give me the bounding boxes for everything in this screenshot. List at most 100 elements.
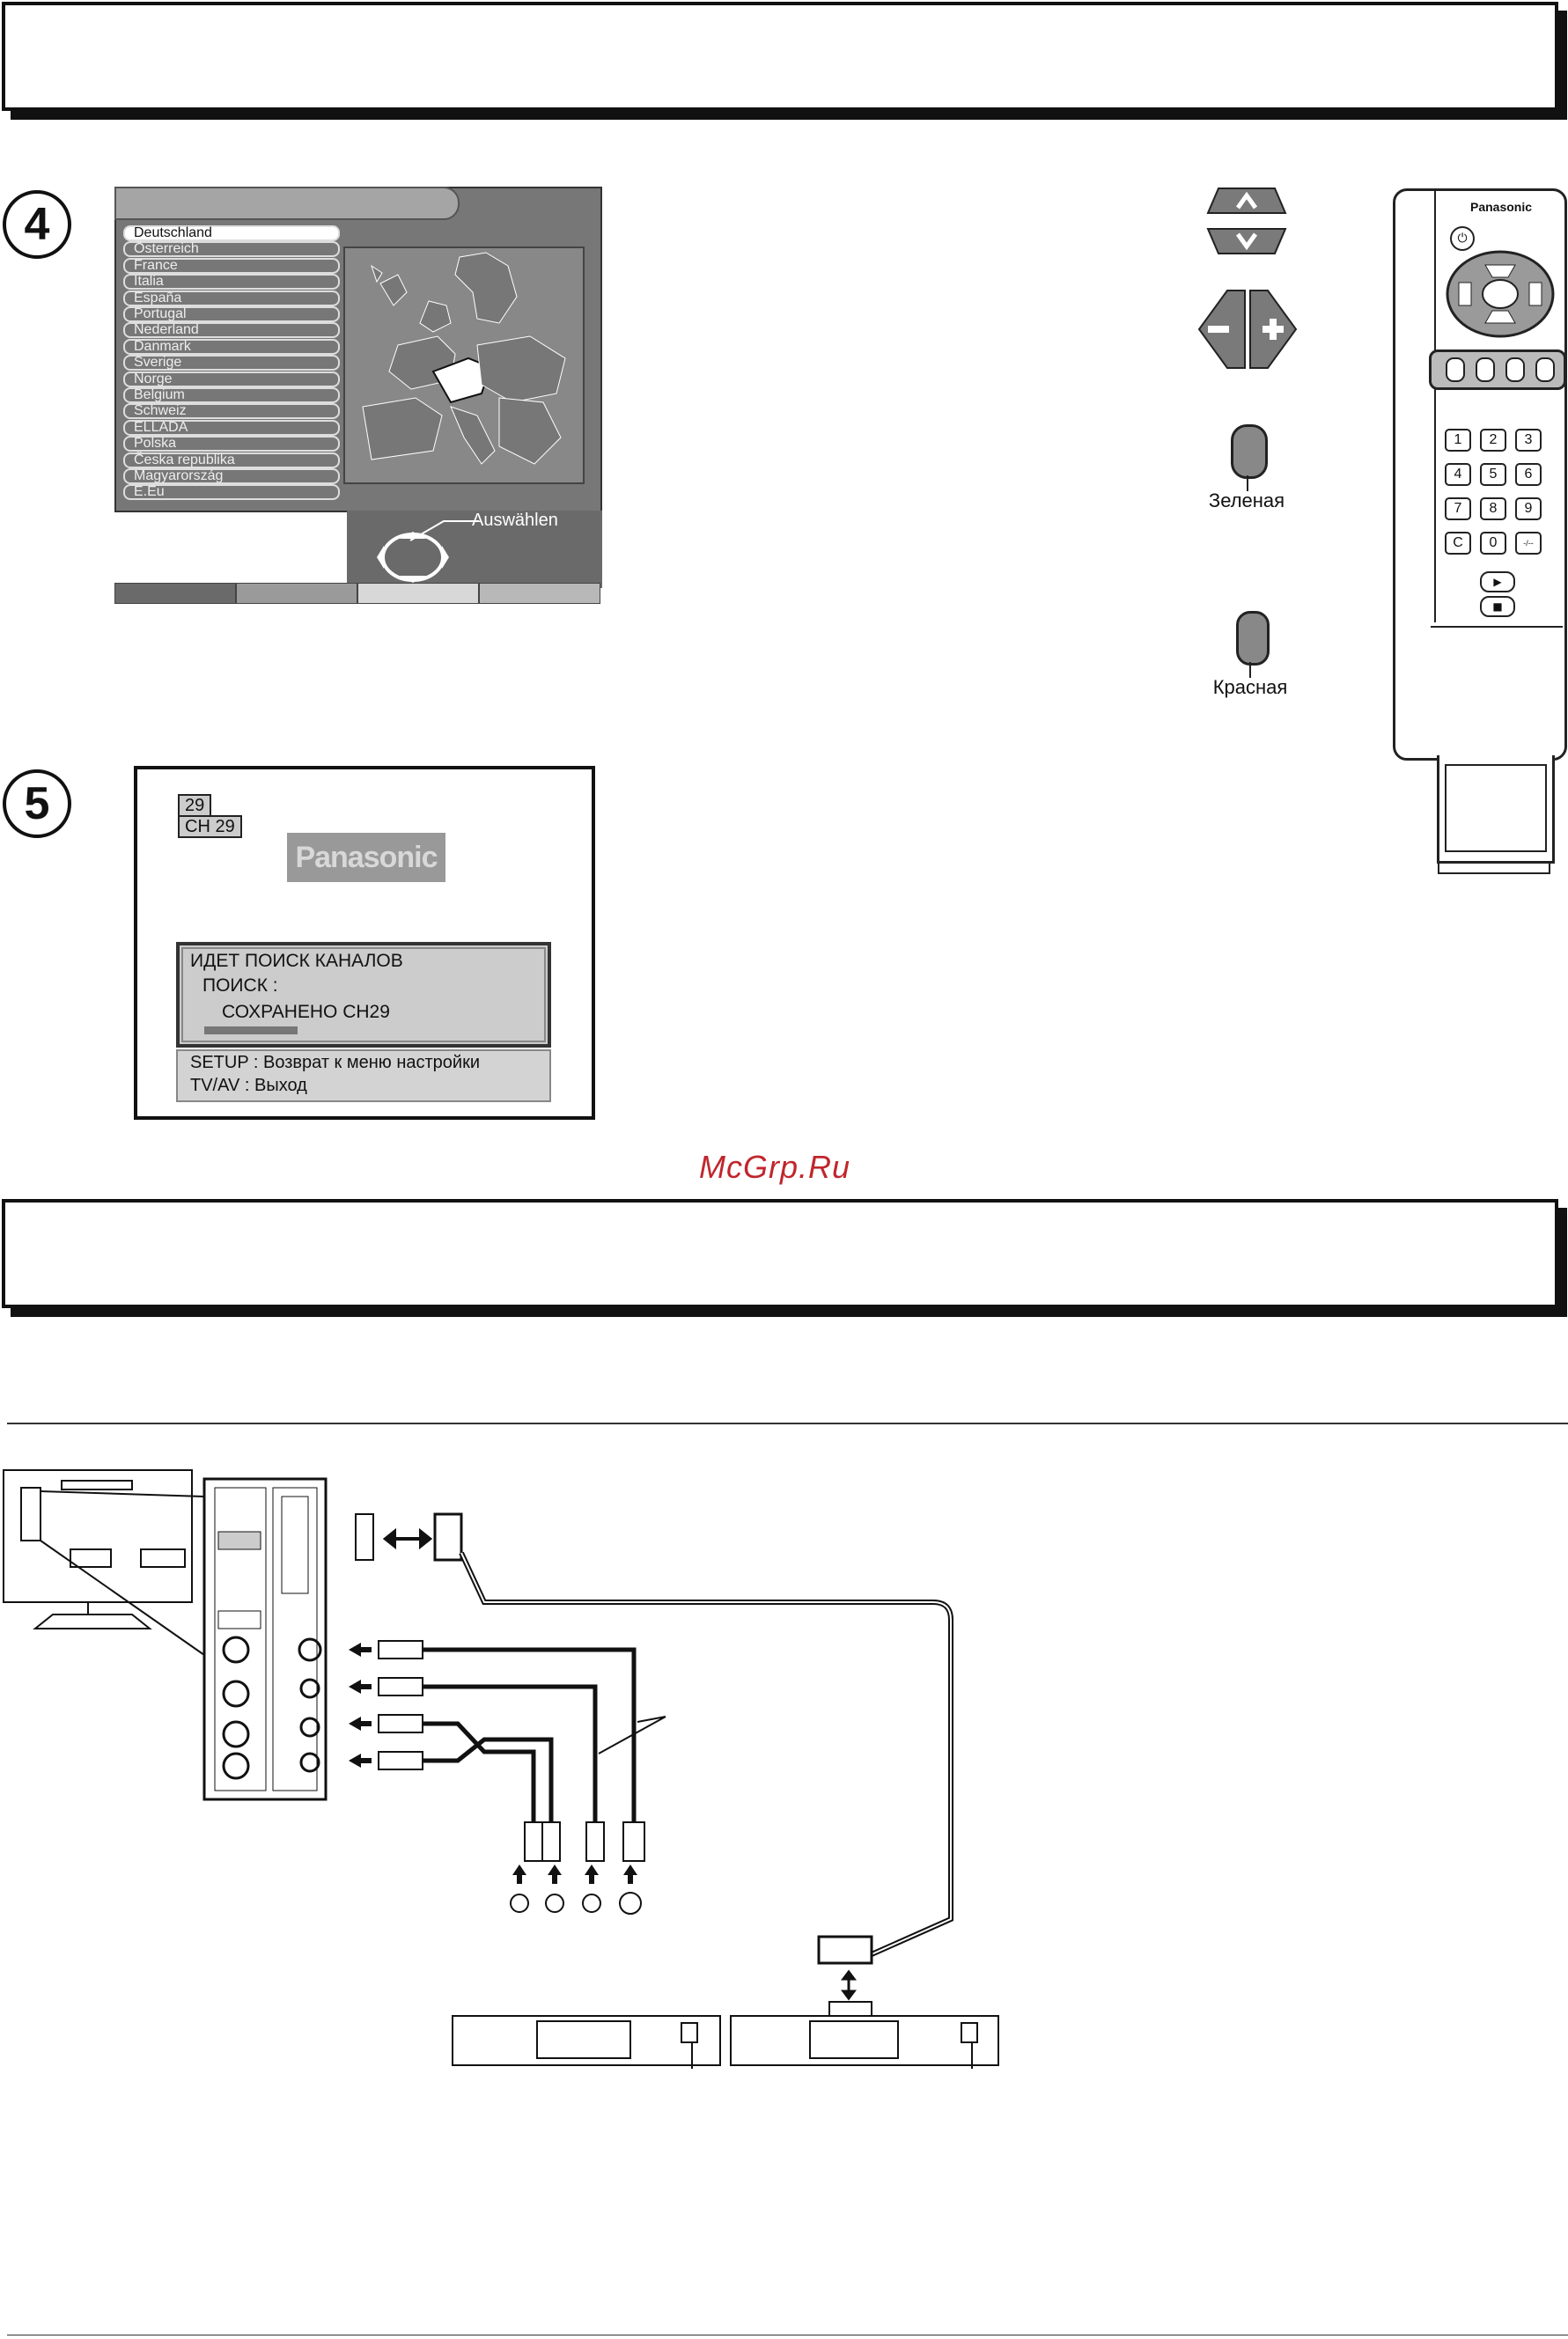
vcr-scart-socket xyxy=(828,2001,872,2017)
green-key-label: Зеленая xyxy=(1208,489,1285,511)
red-key-label: Красная xyxy=(1212,676,1288,698)
select-hint-panel: Auswählen xyxy=(347,511,602,588)
red-key-line xyxy=(1249,662,1251,678)
vcr-right xyxy=(730,2015,999,2069)
help-box: SETUP : Возврат к меню настройки TV/AV :… xyxy=(176,1049,551,1102)
channel-label-box: CH 29 xyxy=(178,815,242,838)
remote-digit-key[interactable]: -/-- xyxy=(1515,532,1542,555)
hint-pointer-line xyxy=(409,520,479,541)
vcr-left xyxy=(452,2015,721,2069)
navigation-pad-icon xyxy=(377,532,449,583)
search-title: ИДЕТ ПОИСК КАНАЛОВ xyxy=(190,951,403,971)
remote-divider xyxy=(1434,191,1436,622)
remote-digit-key[interactable]: 7 xyxy=(1445,497,1471,520)
minus-plus-keys[interactable] xyxy=(1196,289,1299,370)
country-item[interactable]: Polska xyxy=(123,436,340,452)
country-item[interactable]: Deutschland xyxy=(123,225,340,241)
up-arrow-icon xyxy=(1235,191,1258,210)
channel-search-screen: 29 CH 29 Panasonic ИДЕТ ПОИСК КАНАЛОВ ПО… xyxy=(134,766,595,1120)
europe-map xyxy=(343,246,585,484)
tab-blue[interactable] xyxy=(479,583,600,604)
section-divider xyxy=(7,1423,1568,1424)
input-arrows xyxy=(349,1643,372,1768)
menu-title-bar xyxy=(114,187,460,220)
remote-lower-panel xyxy=(1431,626,1563,698)
scart-plug xyxy=(433,1512,463,1562)
panasonic-logo: Panasonic xyxy=(287,833,445,882)
up-down-keys[interactable] xyxy=(1206,187,1287,262)
country-item[interactable]: Magyarország xyxy=(123,468,340,484)
green-key-line xyxy=(1247,475,1248,491)
country-item[interactable]: E.Eu xyxy=(123,484,340,501)
remote-digit-key[interactable]: 5 xyxy=(1480,463,1506,486)
navigation-ring[interactable] xyxy=(1441,246,1559,342)
remote-digit-key[interactable]: 4 xyxy=(1445,463,1471,486)
remote-digit-key[interactable]: 1 xyxy=(1445,429,1471,452)
search-status-box: ИДЕТ ПОИСК КАНАЛОВ ПОИСК : СОХРАНЕНО CH2… xyxy=(176,942,551,1048)
remote-color-key[interactable] xyxy=(1446,357,1465,382)
country-item[interactable]: Norge xyxy=(123,371,340,387)
country-item[interactable]: Sverige xyxy=(123,355,340,371)
step-number-5: 5 xyxy=(3,769,71,838)
tab-yellow[interactable] xyxy=(357,583,479,604)
remote-digit-key[interactable]: 6 xyxy=(1515,463,1542,486)
stop-key[interactable]: ■ xyxy=(1480,596,1515,617)
remote-digit-key[interactable]: 9 xyxy=(1515,497,1542,520)
down-arrow-icon xyxy=(1235,232,1258,251)
watermark: McGrp.Ru xyxy=(699,1149,851,1185)
remote-digit-key[interactable]: 3 xyxy=(1515,429,1542,452)
remote-color-key[interactable] xyxy=(1535,357,1555,382)
country-item[interactable]: Danmark xyxy=(123,338,340,355)
menu-color-tabs xyxy=(114,583,602,604)
country-item[interactable]: Belgium xyxy=(123,387,340,403)
channel-number-box: 29 xyxy=(178,794,212,817)
remote-flap-open xyxy=(1437,755,1555,864)
plus-icon xyxy=(1262,319,1284,340)
europe-map-icon xyxy=(362,252,566,465)
tv-rear-view xyxy=(3,1469,193,1629)
country-item[interactable]: Nederland xyxy=(123,322,340,339)
remote-digit-key[interactable]: 2 xyxy=(1480,429,1506,452)
callout-lines xyxy=(598,1716,666,1754)
country-item[interactable]: Schweiz xyxy=(123,403,340,420)
scart-double-arrow xyxy=(382,1527,433,1550)
remote-color-key[interactable] xyxy=(1505,357,1525,382)
tab-red[interactable] xyxy=(114,583,236,604)
country-item[interactable]: Italia xyxy=(123,274,340,291)
top-title-box xyxy=(2,2,1558,111)
color-keys-highlight xyxy=(1429,349,1566,390)
country-item[interactable]: ELLADA xyxy=(123,419,340,436)
play-key[interactable]: ▶ xyxy=(1480,571,1515,592)
green-key[interactable] xyxy=(1231,424,1268,479)
remote-digit-key[interactable]: 0 xyxy=(1480,532,1506,555)
flap-window xyxy=(1445,764,1547,852)
tab-green[interactable] xyxy=(236,583,357,604)
search-progress-bar xyxy=(204,1026,298,1034)
remote-digit-key[interactable]: C xyxy=(1445,532,1471,555)
remote-color-key[interactable] xyxy=(1476,357,1495,382)
tvav-hint: TV/AV : Выход xyxy=(190,1076,307,1095)
hint-label: Auswählen xyxy=(472,511,558,530)
middle-title-box xyxy=(2,1199,1558,1308)
up-arrows xyxy=(512,1865,637,1884)
remote-digit-key[interactable]: 8 xyxy=(1480,497,1506,520)
power-icon[interactable]: ⏻ xyxy=(1450,226,1475,251)
av-plugs xyxy=(378,1640,645,1862)
red-key[interactable] xyxy=(1236,611,1270,666)
country-item[interactable]: Česka republika xyxy=(123,452,340,468)
av-panel xyxy=(202,1477,328,1801)
country-item[interactable]: Portugal xyxy=(123,306,340,322)
vcr-jacks xyxy=(510,1892,642,1915)
country-item[interactable]: France xyxy=(123,257,340,274)
search-label: ПОИСК : xyxy=(202,975,278,996)
country-item[interactable]: Österreich xyxy=(123,241,340,258)
country-item[interactable]: España xyxy=(123,290,340,306)
step-number-4: 4 xyxy=(3,190,71,259)
av-cables xyxy=(423,1647,637,1822)
setup-hint: SETUP : Возврат к меню настройки xyxy=(190,1053,480,1072)
remote-brand: Panasonic xyxy=(1469,200,1533,214)
